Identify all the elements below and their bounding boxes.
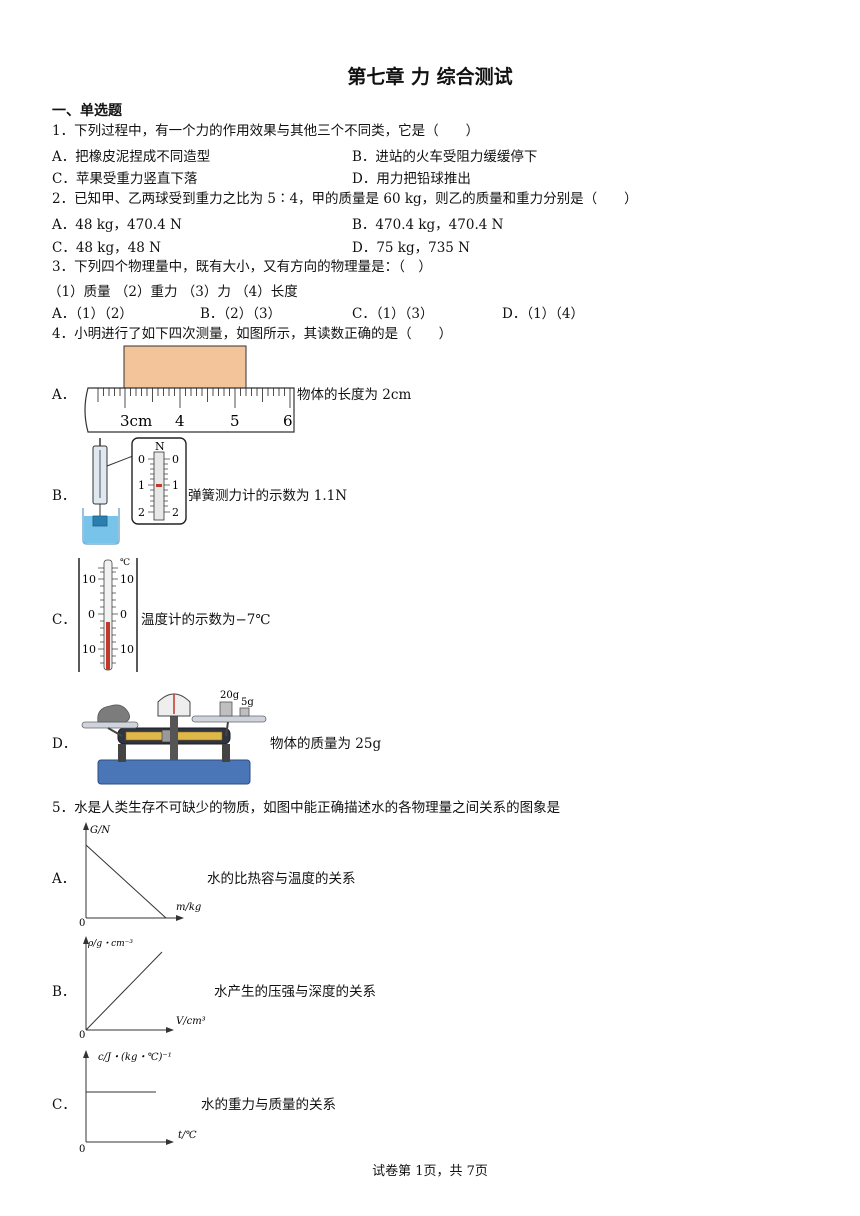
q4-option-b-text: 弹簧测力计的示数为 1.1N — [188, 488, 348, 504]
page-title: 第七章 力 综合测试 — [347, 66, 513, 88]
q4-option-d-text: 物体的质量为 25g — [270, 736, 382, 752]
graph-b-line — [85, 951, 163, 1031]
graph-a-line — [85, 844, 167, 919]
svg-text:ρ/g・cm⁻³: ρ/g・cm⁻³ — [87, 939, 133, 949]
svg-text:G/N: G/N — [90, 825, 111, 836]
mercury-column — [106, 622, 110, 670]
svg-text:N: N — [155, 440, 165, 453]
q1-stem: 1．下列过程中，有一个力的作用效果与其他三个不同类，它是（ ） — [52, 123, 480, 139]
svg-text:10: 10 — [82, 643, 96, 656]
q2-option-d: D．75 kg，735 N — [352, 240, 470, 256]
svg-text:0: 0 — [120, 608, 127, 621]
ruler-figure: 3cm 4 5 6 — [84, 345, 295, 433]
svg-text:℃: ℃ — [120, 558, 130, 568]
q3-option-c: C．（1）（3） — [352, 306, 434, 322]
hanging-block — [92, 515, 108, 527]
q3-items: （1）质量 （2）重力 （3）力 （4）长度 — [48, 284, 298, 300]
q1-option-a: A．把橡皮泥捏成不同造型 — [52, 149, 211, 165]
svg-text:t/℃: t/℃ — [178, 1130, 197, 1141]
q4-option-c-text: 温度计的示数为−7℃ — [141, 612, 271, 628]
svg-text:0: 0 — [88, 608, 95, 621]
svg-text:0: 0 — [138, 453, 145, 466]
q4-option-a-label: A． — [52, 387, 76, 403]
q5-option-b-label: B． — [52, 984, 76, 1000]
ruler-tick-label: 6 — [283, 412, 293, 430]
svg-text:10: 10 — [120, 643, 134, 656]
q2-option-c: C．48 kg，48 N — [52, 240, 161, 256]
q5-option-c-label: C． — [52, 1097, 76, 1113]
svg-text:2: 2 — [138, 506, 145, 519]
q2-stem: 2．已知甲、乙两球受到重力之比为 5∶4，甲的质量是 60 kg，则乙的质量和重… — [52, 191, 638, 207]
graph-c: c/J・(kg・℃)⁻¹ t/℃ 0 — [79, 1050, 197, 1155]
q4-option-d-label: D． — [52, 736, 77, 752]
section-heading: 一、单选题 — [52, 103, 122, 119]
q1-option-b: B．进站的火车受阻力缓缓停下 — [352, 149, 538, 165]
svg-text:0: 0 — [172, 453, 179, 466]
svg-text:2: 2 — [172, 506, 179, 519]
graph-a: G/N m/kg 0 — [79, 822, 201, 928]
weight-5g — [239, 707, 250, 717]
q3-option-d: D．（1）（4） — [502, 306, 585, 322]
q1-option-c: C．苹果受重力竖直下落 — [52, 171, 198, 187]
svg-text:20g: 20g — [220, 690, 240, 701]
q4-option-b-label: B． — [52, 488, 76, 504]
balance-base — [97, 759, 251, 785]
ruler-tick-label: 5 — [230, 412, 240, 430]
q5-option-a-label: A． — [52, 871, 76, 887]
left-pan — [81, 721, 139, 729]
q3-option-b: B．（2）（3） — [200, 306, 282, 322]
weight-20g — [219, 701, 233, 717]
q2-option-a: A．48 kg，470.4 N — [52, 217, 182, 233]
svg-text:10: 10 — [120, 573, 134, 586]
balance-figure: 20g 5g — [81, 690, 267, 785]
spring-scale-figure: N 0 0 1 1 2 2 — [82, 437, 187, 545]
beaker — [82, 508, 120, 545]
svg-text:0: 0 — [79, 1144, 85, 1155]
q4-stem: 4．小明进行了如下四次测量，如图所示，其读数正确的是（ ） — [52, 326, 453, 342]
q5-option-a-text: 水的比热容与温度的关系 — [207, 871, 356, 887]
svg-text:0: 0 — [79, 918, 85, 928]
svg-text:V/cm³: V/cm³ — [176, 1016, 206, 1027]
ruler-tick-label: 3cm — [120, 412, 152, 430]
svg-text:0: 0 — [79, 1030, 85, 1041]
object-on-pan — [97, 704, 130, 723]
svg-text:1: 1 — [138, 479, 145, 492]
q2-option-b: B．470.4 kg，470.4 N — [352, 217, 504, 233]
svg-text:5g: 5g — [241, 697, 254, 708]
svg-text:m/kg: m/kg — [176, 902, 201, 913]
thermometer-figure: ℃ 10 10 0 0 10 10 — [78, 558, 138, 672]
graph-b: ρ/g・cm⁻³ V/cm³ 0 — [79, 936, 206, 1041]
svg-text:10: 10 — [82, 573, 96, 586]
ruler-body — [84, 387, 295, 433]
q4-option-c-label: C． — [52, 612, 76, 628]
pointer — [156, 484, 162, 487]
right-pan — [191, 715, 267, 723]
q5-option-b-text: 水产生的压强与深度的关系 — [214, 984, 376, 1000]
q5-stem: 5．水是人类生存不可缺少的物质，如图中能正确描述水的各物理量之间关系的图象是 — [52, 800, 561, 816]
ruler-tick-label: 4 — [175, 412, 185, 430]
q3-option-a: A．（1）（2） — [52, 306, 133, 322]
q5-option-c-text: 水的重力与质量的关系 — [201, 1097, 336, 1113]
q4-option-a-text: 物体的长度为 2cm — [297, 387, 412, 403]
measured-block — [123, 345, 247, 389]
q3-stem: 3．下列四个物理量中，既有大小，又有方向的物理量是：（ ） — [52, 259, 432, 275]
page-footer: 试卷第 1页，共 7页 — [372, 1164, 488, 1179]
q1-option-d: D．用力把铅球推出 — [352, 171, 471, 187]
svg-text:c/J・(kg・℃)⁻¹: c/J・(kg・℃)⁻¹ — [98, 1052, 172, 1063]
svg-text:1: 1 — [172, 479, 179, 492]
